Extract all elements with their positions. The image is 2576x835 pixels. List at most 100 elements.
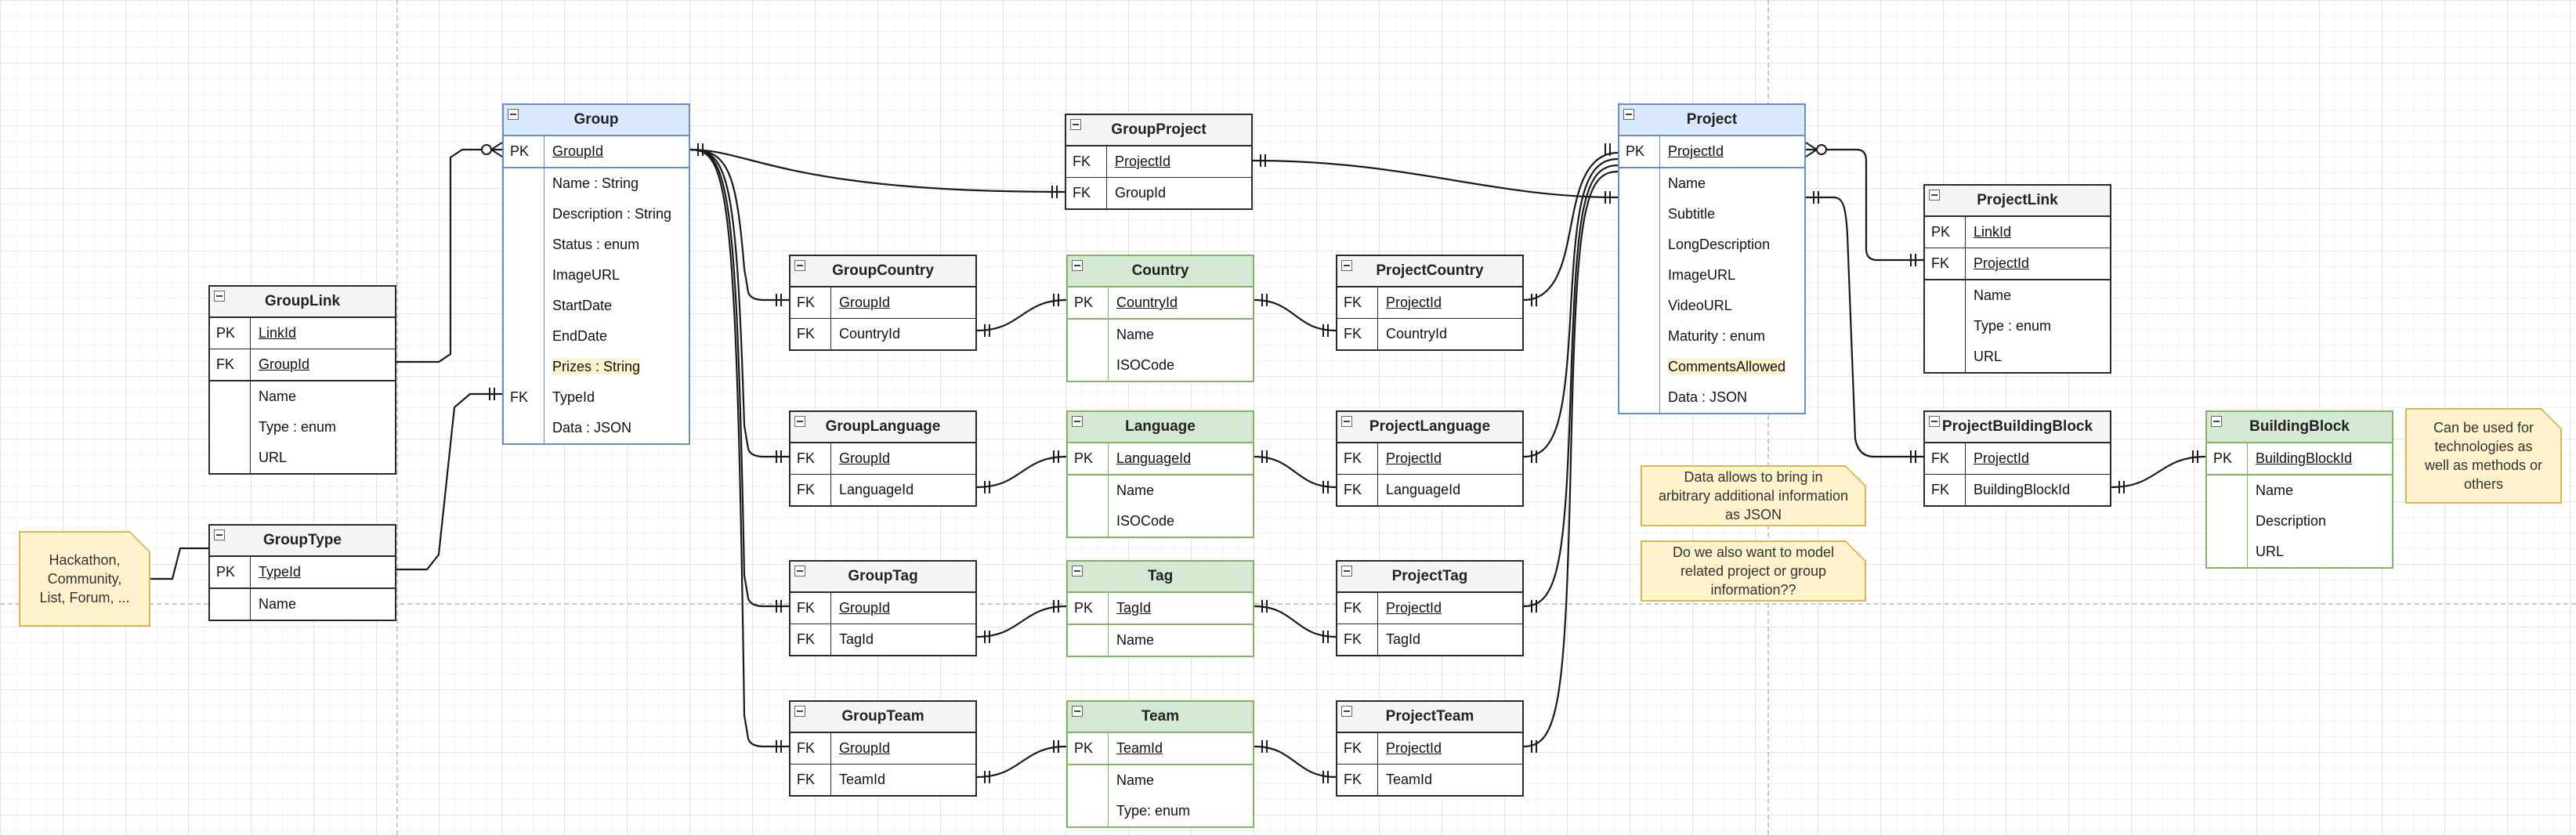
entity-title: ProjectLink	[1977, 192, 2058, 208]
collapse-icon[interactable]	[1929, 190, 1940, 201]
collapse-icon[interactable]	[214, 291, 225, 302]
field-row: Type: enum	[1068, 796, 1253, 826]
collapse-icon[interactable]	[508, 109, 519, 120]
field-row: StartDate	[504, 291, 689, 321]
entity-title: Country	[1131, 262, 1189, 279]
key-label: FK	[791, 319, 831, 349]
note-group-type-examples[interactable]: Hackathon, Community, List, Forum, ...	[19, 531, 150, 627]
key-label: PK	[1068, 443, 1109, 474]
field-row: Data : JSON	[504, 413, 689, 443]
key-label: FK	[791, 733, 831, 764]
field-name: TeamId	[1116, 740, 1163, 756]
field-name: GroupId	[839, 600, 891, 616]
key-label: PK	[1068, 593, 1109, 624]
field-name: Type : enum	[1974, 318, 2052, 334]
collapse-icon[interactable]	[1072, 416, 1083, 427]
note-building-block-usage[interactable]: Can be used for technologies as well as …	[2405, 408, 2562, 504]
field-name: ImageURL	[552, 267, 620, 283]
collapse-icon[interactable]	[794, 566, 805, 577]
relationship-line	[976, 745, 1067, 779]
entity-title: ProjectTag	[1391, 568, 1468, 584]
key-label: FK	[791, 593, 831, 624]
collapse-icon[interactable]	[1072, 566, 1083, 577]
field-row: Name	[210, 587, 395, 620]
collapse-icon[interactable]	[794, 706, 805, 717]
note-text: Hackathon, Community, List, Forum, ...	[39, 552, 130, 605]
collapse-icon[interactable]	[214, 530, 225, 540]
key-label: FK	[791, 475, 831, 505]
relationship-line	[1806, 196, 1923, 458]
field-name: TeamId	[1386, 772, 1433, 787]
note-json-data[interactable]: Data allows to bring in arbitrary additi…	[1641, 465, 1866, 526]
zero-marker	[1816, 144, 1827, 155]
key-label: FK	[791, 765, 831, 795]
note-related-info[interactable]: Do we also want to model related project…	[1641, 540, 1866, 602]
collapse-icon[interactable]	[1072, 706, 1083, 717]
field-name: GroupId	[552, 143, 604, 159]
collapse-icon[interactable]	[794, 260, 805, 271]
collapse-icon[interactable]	[1623, 109, 1634, 120]
collapse-icon[interactable]	[1929, 416, 1940, 427]
field-row: CommentsAllowed	[1619, 352, 1804, 382]
field-name: Name	[1116, 483, 1155, 498]
entity-title: GroupTag	[848, 568, 918, 584]
collapse-icon[interactable]	[1070, 119, 1081, 130]
key-label: PK	[2207, 443, 2248, 474]
entity-title: ProjectBuildingBlock	[1941, 418, 2093, 435]
field-name: StartDate	[552, 298, 613, 313]
key-label: FK	[1337, 443, 1378, 474]
entity-title: GroupTeam	[841, 708, 924, 725]
field-name: ImageURL	[1668, 267, 1736, 283]
field-name: Name	[259, 596, 297, 612]
relationship-line	[1523, 164, 1619, 608]
collapse-icon[interactable]	[1341, 416, 1352, 427]
field-row: Name	[1068, 474, 1253, 506]
field-name: GroupId	[259, 356, 310, 372]
field-name: ProjectId	[1115, 154, 1171, 169]
collapse-icon[interactable]	[1341, 260, 1352, 271]
relationship-line	[976, 605, 1067, 638]
collapse-icon[interactable]	[794, 416, 805, 427]
field-row: Name	[1068, 624, 1253, 656]
entity-title: GroupLink	[264, 293, 341, 309]
collapse-icon[interactable]	[2211, 416, 2222, 427]
field-row: Name	[2207, 474, 2392, 506]
field-name: TagId	[1386, 631, 1421, 647]
collapse-icon[interactable]	[1341, 566, 1352, 577]
field-row: Subtitle	[1619, 199, 1804, 230]
collapse-icon[interactable]	[1072, 260, 1083, 271]
collapse-icon[interactable]	[1341, 706, 1352, 717]
field-name: ProjectId	[1386, 740, 1442, 756]
